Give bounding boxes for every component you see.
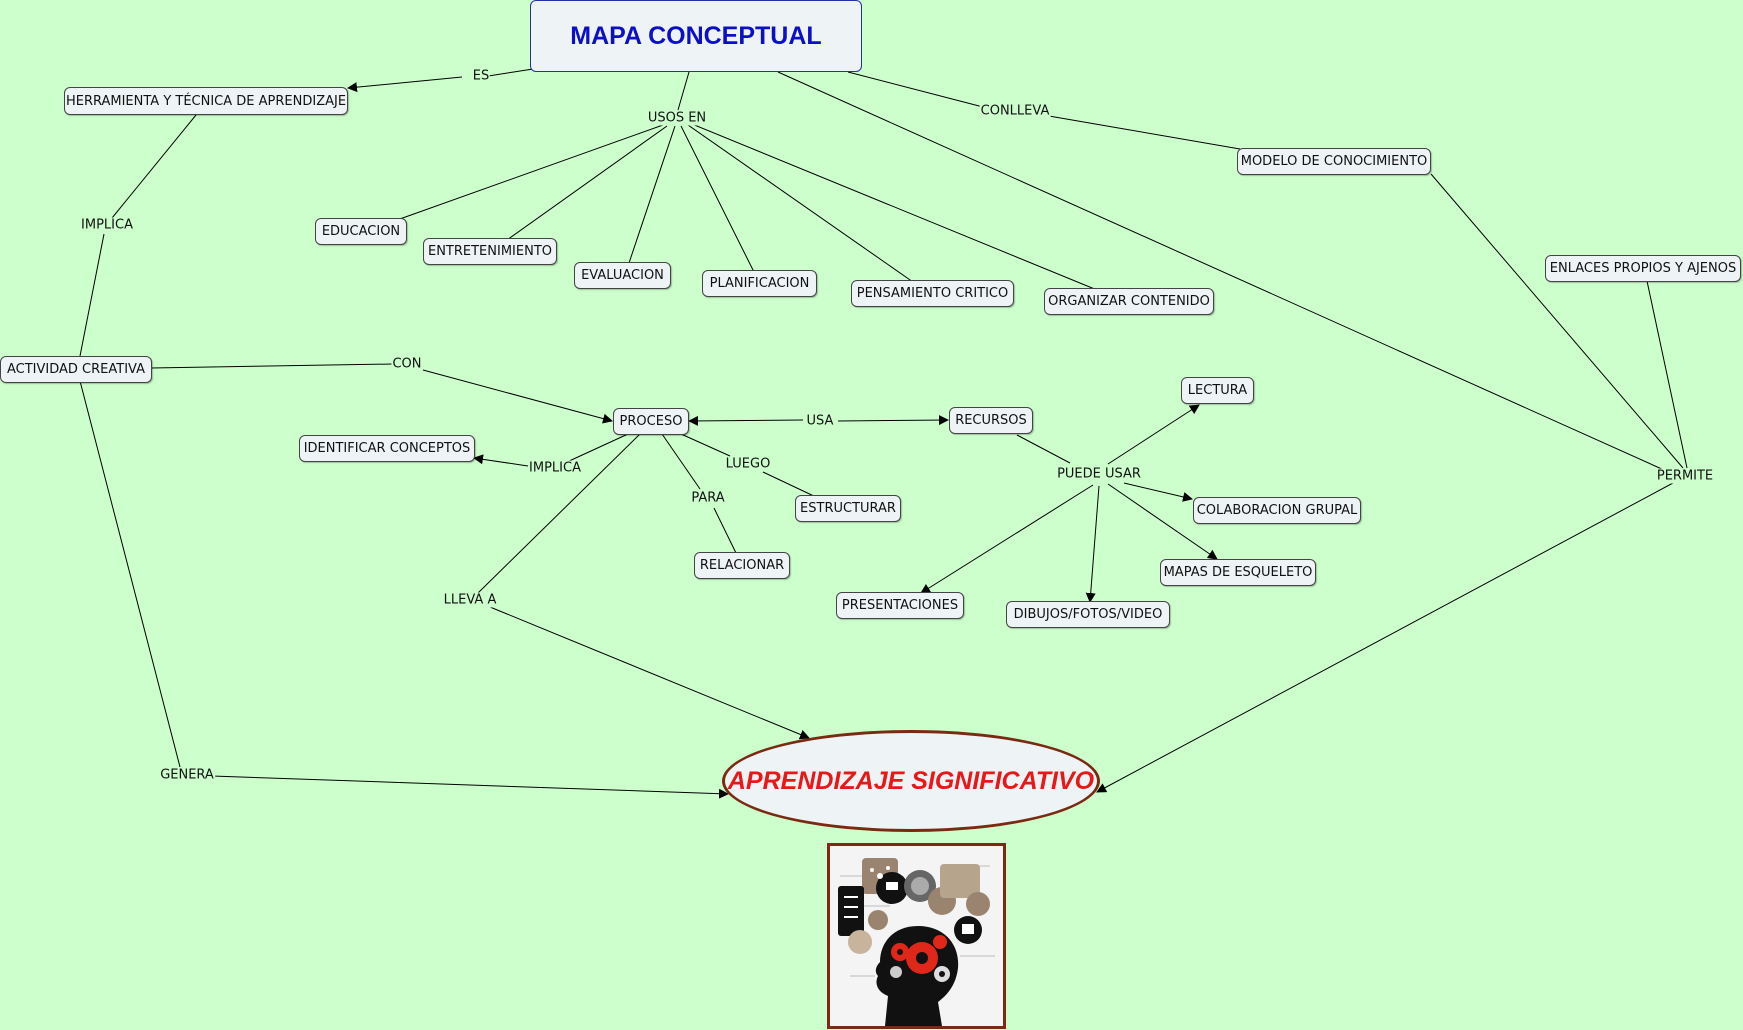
connector xyxy=(777,71,1665,471)
node-organizar-contenido[interactable]: ORGANIZAR CONTENIDO xyxy=(1044,288,1214,315)
connector xyxy=(79,233,105,357)
main-concept-label: APRENDIZAJE SIGNIFICATIVO xyxy=(727,766,1095,795)
connector xyxy=(1123,482,1193,502)
connector xyxy=(691,123,1098,291)
node-label: IDENTIFICAR CONCEPTOS xyxy=(303,441,471,456)
link-label-luego: LUEGO xyxy=(724,456,772,472)
node-label: MAPAS DE ESQUELETO xyxy=(1163,565,1313,580)
link-label-implica-proceso: IMPLICA xyxy=(528,460,582,476)
node-label: ESTRUCTURAR xyxy=(800,501,896,516)
node-label: DIBUJOS/FOTOS/VIDEO xyxy=(1013,607,1163,622)
node-label: EVALUACION xyxy=(581,268,664,283)
connector xyxy=(566,433,629,463)
connector xyxy=(713,507,737,554)
link-label-lleva-a: LLEVA A xyxy=(442,592,498,608)
connector xyxy=(1085,485,1100,603)
node-herramienta[interactable]: HERRAMIENTA Y TÉCNICA DE APRENDIZAJE xyxy=(64,87,348,115)
node-label: ENLACES PROPIOS Y AJENOS xyxy=(1549,261,1737,276)
connector xyxy=(211,775,729,799)
connector xyxy=(1016,434,1071,464)
connector xyxy=(762,471,819,499)
connector xyxy=(477,433,641,594)
connector xyxy=(1646,280,1688,469)
connector xyxy=(677,71,690,111)
link-label-usa: USA xyxy=(805,413,835,429)
connector xyxy=(473,454,529,467)
connector xyxy=(920,484,1094,594)
connector xyxy=(506,125,668,241)
link-label-puede-usar: PUEDE USAR xyxy=(1056,466,1142,482)
connector xyxy=(680,125,755,273)
connector xyxy=(111,114,197,219)
node-label: RELACIONAR xyxy=(699,558,785,573)
node-label: PENSAMIENTO CRITICO xyxy=(856,286,1009,301)
node-modelo-conocimiento[interactable]: MODELO DE CONOCIMIENTO xyxy=(1237,148,1431,175)
node-identificar-conceptos[interactable]: IDENTIFICAR CONCEPTOS xyxy=(299,435,475,462)
node-relacionar[interactable]: RELACIONAR xyxy=(694,552,790,579)
connector xyxy=(150,363,394,369)
node-label: ACTIVIDAD CREATIVA xyxy=(7,362,145,377)
head-with-gears-icon xyxy=(827,843,1006,1029)
connector xyxy=(422,369,613,424)
connector xyxy=(837,415,949,426)
link-label-conlleva: CONLLEVA xyxy=(979,103,1051,119)
node-recursos[interactable]: RECURSOS xyxy=(949,407,1033,434)
connector xyxy=(688,415,804,426)
connector xyxy=(680,433,731,457)
connector xyxy=(628,125,676,264)
node-presentaciones[interactable]: PRESENTACIONES xyxy=(836,592,964,619)
connector xyxy=(347,76,463,93)
map-title: MAPA CONCEPTUAL xyxy=(570,21,822,50)
connector xyxy=(1107,404,1200,465)
link-label-permite: PERMITE xyxy=(1655,468,1715,484)
connector xyxy=(687,124,914,283)
connector xyxy=(661,433,701,490)
link-label-implica: IMPLICA xyxy=(80,217,134,233)
node-label: COLABORACION GRUPAL xyxy=(1196,503,1358,518)
node-dibujos[interactable]: DIBUJOS/FOTOS/VIDEO xyxy=(1006,601,1170,628)
connector xyxy=(1048,115,1241,150)
title-node[interactable]: MAPA CONCEPTUAL xyxy=(530,0,862,72)
node-label: PRESENTACIONES xyxy=(841,598,959,613)
link-label-usos-en: USOS EN xyxy=(646,110,708,126)
connector xyxy=(79,380,181,768)
node-label: PLANIFICACION xyxy=(709,276,810,291)
connector xyxy=(489,606,810,740)
node-label: MODELO DE CONOCIMIENTO xyxy=(1240,154,1428,169)
link-label-para: PARA xyxy=(690,490,726,506)
node-label: EDUCACION xyxy=(321,224,401,239)
connector xyxy=(847,71,984,108)
node-label: LECTURA xyxy=(1187,383,1248,398)
node-estructurar[interactable]: ESTRUCTURAR xyxy=(795,495,901,522)
node-enlaces[interactable]: ENLACES PROPIOS Y AJENOS xyxy=(1545,255,1741,282)
connector xyxy=(1107,483,1218,560)
connector xyxy=(481,68,534,78)
node-mapas-esqueleto[interactable]: MAPAS DE ESQUELETO xyxy=(1160,559,1316,586)
node-label: ENTRETENIMIENTO xyxy=(427,244,552,259)
main-concept-node[interactable]: APRENDIZAJE SIGNIFICATIVO xyxy=(722,730,1100,832)
node-pensamiento-critico[interactable]: PENSAMIENTO CRITICO xyxy=(851,280,1014,307)
node-colaboracion-grupal[interactable]: COLABORACION GRUPAL xyxy=(1193,497,1361,524)
node-planificacion[interactable]: PLANIFICACION xyxy=(702,270,817,297)
link-label-es: ES xyxy=(471,68,491,84)
node-label: PROCESO xyxy=(619,414,683,429)
connector xyxy=(396,124,664,221)
node-actividad-creativa[interactable]: ACTIVIDAD CREATIVA xyxy=(0,356,152,383)
node-entretenimiento[interactable]: ENTRETENIMIENTO xyxy=(423,238,557,265)
node-label: ORGANIZAR CONTENIDO xyxy=(1048,294,1210,309)
link-label-con: CON xyxy=(391,356,423,372)
node-label: RECURSOS xyxy=(955,413,1027,428)
node-lectura[interactable]: LECTURA xyxy=(1181,377,1254,404)
node-evaluacion[interactable]: EVALUACION xyxy=(574,262,671,289)
node-proceso[interactable]: PROCESO xyxy=(613,408,689,435)
connector xyxy=(1430,173,1684,469)
link-label-genera: GENERA xyxy=(159,767,215,783)
connector xyxy=(1096,482,1674,793)
node-label: HERRAMIENTA Y TÉCNICA DE APRENDIZAJE xyxy=(65,93,347,109)
node-educacion[interactable]: EDUCACION xyxy=(315,218,407,245)
